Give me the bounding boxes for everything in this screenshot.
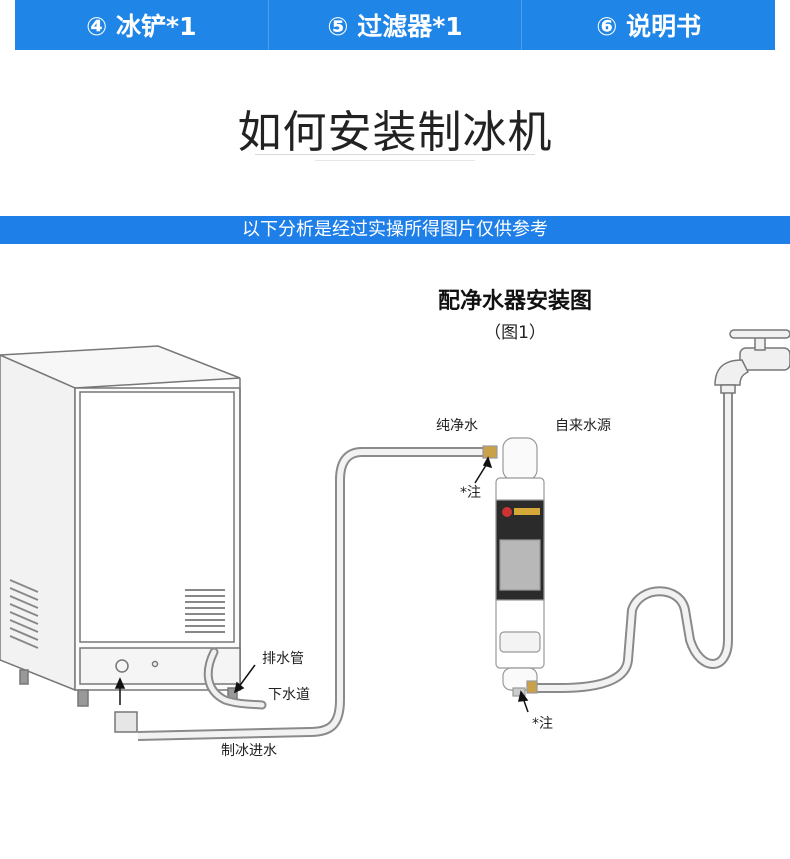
heading-divider bbox=[255, 154, 535, 155]
faucet-illustration bbox=[714, 329, 790, 394]
water-filter-illustration bbox=[482, 437, 545, 697]
reference-banner: 以下分析是经过实操所得图片仅供参考 bbox=[0, 216, 790, 244]
accessory-ice-scoop: ④ 冰铲*1 bbox=[15, 0, 269, 50]
label-note-top: *注 bbox=[460, 485, 481, 501]
accessory-filter: ⑤ 过滤器*1 bbox=[269, 0, 523, 50]
page-heading: 如何安装制冰机 bbox=[237, 107, 553, 158]
ice-machine-illustration bbox=[0, 345, 241, 707]
diagram-title: 配净水器安装图 bbox=[437, 289, 592, 314]
label-tap-source: 自来水源 bbox=[555, 418, 611, 434]
label-drain-pipe: 排水管 bbox=[262, 651, 304, 667]
accessory-manual: ⑥ 说明书 bbox=[596, 12, 702, 41]
label-ice-inlet: 制冰进水 bbox=[221, 743, 277, 759]
callout-arrows bbox=[114, 456, 529, 713]
label-pure-water: 纯净水 bbox=[436, 418, 478, 434]
label-note-bottom: *注 bbox=[532, 716, 553, 732]
inlet-fitting bbox=[114, 711, 138, 733]
label-sewer: 下水道 bbox=[268, 687, 310, 703]
diagram-subtitle: （图1） bbox=[484, 323, 546, 343]
heading-divider-short bbox=[315, 160, 475, 161]
accessory-bar: ④ 冰铲*1 ⑤ 过滤器*1 ⑥ 说明书 bbox=[15, 0, 775, 50]
